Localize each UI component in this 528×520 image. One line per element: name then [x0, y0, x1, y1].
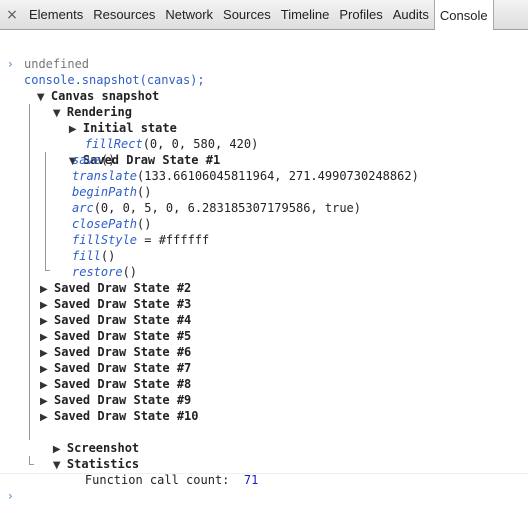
tree-saved-draw-state-7[interactable]: ▶Saved Draw State #7: [40, 360, 191, 376]
collapsed-triangle-icon: ▶: [40, 300, 48, 311]
tree-guide-line: [45, 152, 46, 262]
tree-initial-state[interactable]: ▶Initial state: [40, 104, 177, 135]
call-translate: translate(133.66106045811964, 271.499073…: [72, 169, 419, 183]
prompt-icon: ›: [8, 489, 13, 503]
console-input-line: › console.snapshot(canvas);: [0, 40, 205, 87]
call-fillstyle: fillStyle = #ffffff: [72, 233, 210, 247]
tree-guide-line: [29, 104, 30, 440]
tree-screenshot[interactable]: ▶Screenshot: [24, 424, 139, 455]
collapsed-triangle-icon: ▶: [68, 124, 77, 135]
tab-sources[interactable]: Sources: [223, 7, 271, 22]
tab-console[interactable]: Console: [433, 0, 494, 30]
console-panel[interactable]: › console.snapshot(canvas); undefined ▼C…: [0, 30, 528, 503]
collapsed-triangle-icon: ▶: [40, 380, 48, 391]
tree-statistics[interactable]: ▼Statistics: [24, 440, 139, 471]
expanded-triangle-icon: ▼: [36, 92, 45, 103]
function-call-count: Function call count: 71: [84, 473, 259, 487]
collapsed-triangle-icon: ▶: [40, 396, 48, 407]
close-icon[interactable]: ×: [6, 6, 18, 23]
collapsed-triangle-icon: ▶: [40, 284, 48, 295]
call-save: save(): [72, 153, 116, 167]
tree-saved-draw-state-1[interactable]: ▼Saved Draw State #1: [40, 136, 220, 167]
expanded-triangle-icon: ▼: [52, 460, 61, 471]
tree-canvas-snapshot[interactable]: ▼Canvas snapshot: [8, 72, 159, 103]
call-arc: arc(0, 0, 5, 0, 6.283185307179586, true): [72, 201, 361, 215]
tree-saved-draw-state-10[interactable]: ▶Saved Draw State #10: [40, 408, 199, 424]
tree-saved-draw-state-4[interactable]: ▶Saved Draw State #4: [40, 312, 191, 328]
call-restore: restore(): [72, 265, 138, 279]
tree-guide-line: [29, 456, 34, 465]
collapsed-triangle-icon: ▶: [40, 348, 48, 359]
tree-rendering[interactable]: ▼Rendering: [24, 88, 132, 119]
collapsed-triangle-icon: ▶: [40, 412, 48, 423]
collapsed-triangle-icon: ▶: [52, 444, 61, 455]
result-text: undefined: [24, 57, 90, 71]
call-beginpath: beginPath(): [72, 185, 152, 199]
tab-profiles[interactable]: Profiles: [339, 7, 383, 22]
tabs: Elements Resources Network Sources Timeline P…: [24, 0, 494, 30]
console-prompt-line[interactable]: ›: [0, 472, 29, 503]
collapsed-triangle-icon: ▶: [40, 316, 48, 327]
call-fillrect: fillRect(0, 0, 580, 420): [84, 137, 259, 151]
tree-saved-draw-state-5[interactable]: ▶Saved Draw State #5: [40, 328, 191, 344]
expanded-triangle-icon: ▼: [52, 108, 61, 119]
tree-saved-draw-state-8[interactable]: ▶Saved Draw State #8: [40, 376, 191, 392]
divider: [0, 473, 528, 474]
prompt-icon: ›: [8, 57, 13, 71]
tab-timeline[interactable]: Timeline: [280, 7, 330, 22]
tab-elements[interactable]: Elements: [29, 7, 84, 22]
tab-network[interactable]: Network: [165, 7, 214, 22]
tree-saved-draw-state-9[interactable]: ▶Saved Draw State #9: [40, 392, 191, 408]
command-text: console.snapshot(canvas);: [24, 73, 205, 87]
devtools-tabbar: × Elements Resources Network Sources Timelin…: [0, 0, 528, 30]
expanded-triangle-icon: ▼: [68, 156, 77, 167]
tab-audits[interactable]: Audits: [392, 7, 429, 22]
collapsed-triangle-icon: ▶: [40, 364, 48, 375]
call-closepath: closePath(): [72, 217, 152, 231]
collapsed-triangle-icon: ▶: [40, 332, 48, 343]
tree-saved-draw-state-6[interactable]: ▶Saved Draw State #6: [40, 344, 191, 360]
call-fill: fill(): [72, 249, 116, 263]
tree-saved-draw-state-3[interactable]: ▶Saved Draw State #3: [40, 296, 191, 312]
tree-saved-draw-state-2[interactable]: ▶Saved Draw State #2: [40, 280, 191, 296]
tree-guide-line: [45, 262, 50, 271]
tab-resources[interactable]: Resources: [93, 7, 156, 22]
